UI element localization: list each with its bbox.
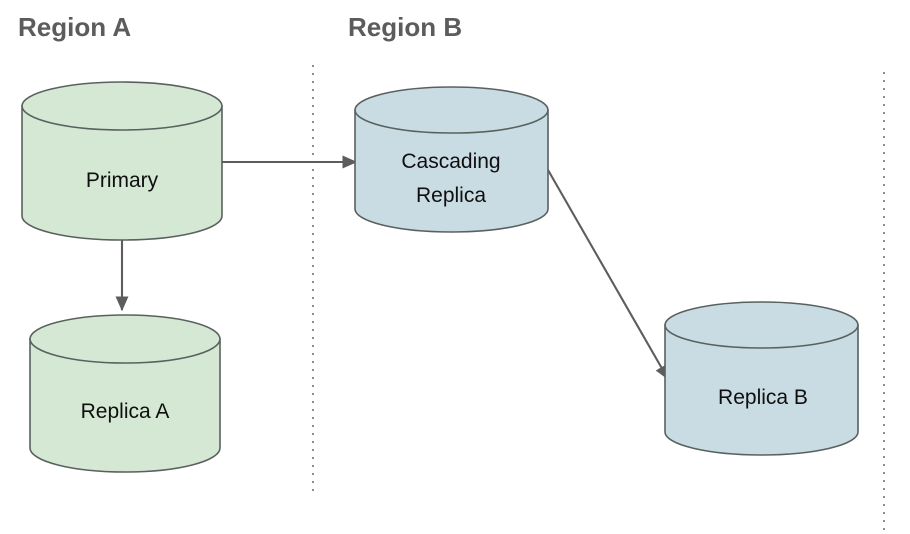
region-dividers <box>312 65 885 534</box>
primary-cylinder-top <box>21 81 223 131</box>
node-replica-b[interactable]: Replica B <box>664 301 859 456</box>
cascading-replica-cylinder-body <box>354 109 549 233</box>
region-b-label: Region B <box>348 12 462 42</box>
node-replica-a[interactable]: Replica A <box>29 314 221 473</box>
cascading-replica-cylinder-top <box>354 86 549 134</box>
cascading-replica-label-line-2: Replica <box>416 184 486 207</box>
region-a-label: Region A <box>18 12 131 42</box>
node-cascading-replica[interactable]: Cascading Replica <box>354 86 549 233</box>
replica-b-label: Replica B <box>718 386 808 409</box>
region-labels: Region A Region B <box>18 12 462 42</box>
primary-label: Primary <box>86 169 159 192</box>
node-primary[interactable]: Primary <box>21 81 223 241</box>
edges <box>115 155 669 381</box>
primary-cylinder-body <box>21 105 223 241</box>
cascading-replica-label-line-1: Cascading <box>401 150 500 173</box>
replica-b-cylinder-body <box>664 324 859 456</box>
replica-b-cylinder-top <box>664 301 859 349</box>
edge-cascading-replica-to-replica-b <box>543 162 669 381</box>
replica-a-cylinder-body <box>29 338 221 473</box>
replica-a-label: Replica A <box>81 400 170 423</box>
replica-a-cylinder-top <box>29 314 221 364</box>
